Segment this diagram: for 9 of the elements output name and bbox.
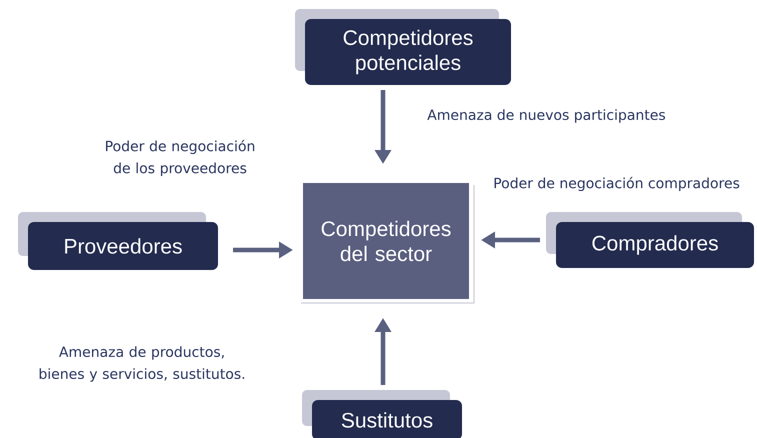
rounded-box: Proveedores: [18, 212, 218, 270]
caption-text: Poder de negociación de los proveedores: [106, 140, 254, 176]
rounded-box: Competidores potenciales: [295, 9, 511, 85]
square-box: Competidores del sector: [300, 182, 474, 304]
caption-text: Poder de negociación compradores: [494, 176, 740, 192]
caption-text: Amenaza de nuevos participantes: [427, 109, 666, 123]
rounded-box: Compradores: [546, 212, 754, 268]
rounded-box: Sustitutos: [302, 390, 462, 438]
caption-text: Amenaza de productos, bienes y servicios, sustitutos.: [40, 346, 244, 382]
